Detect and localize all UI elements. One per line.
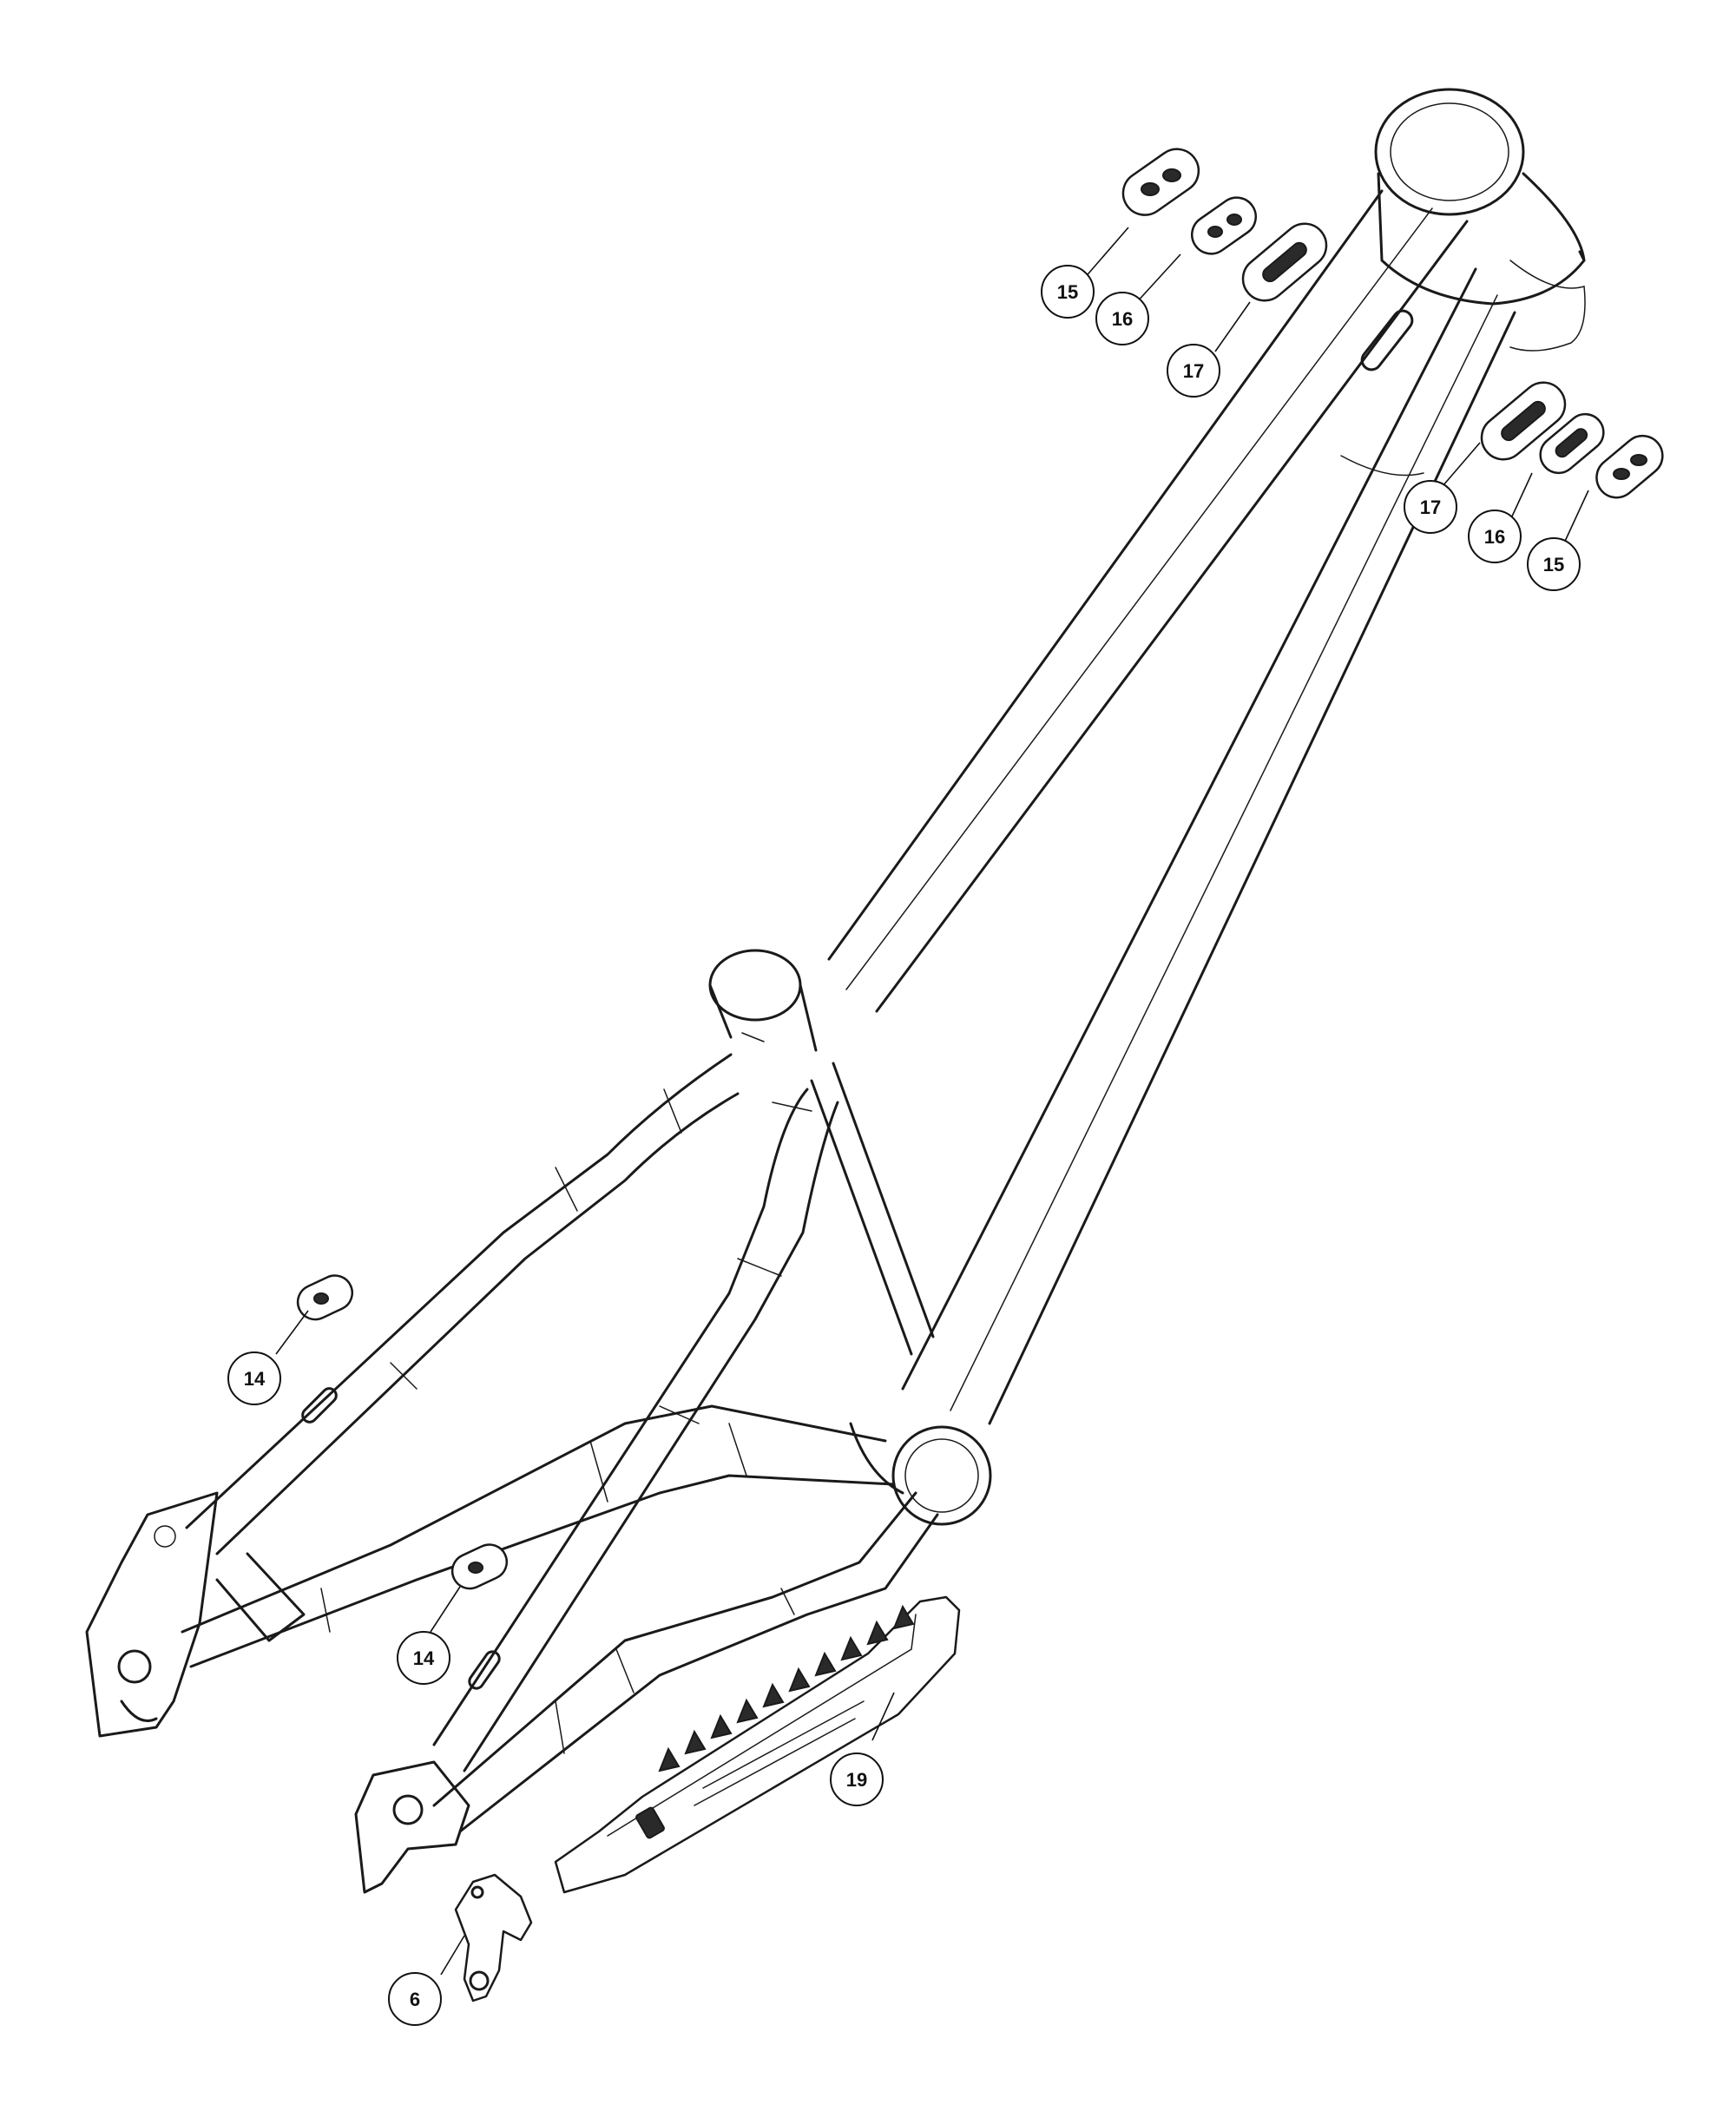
top-tube	[827, 189, 1469, 1013]
grommet-14-lower	[450, 1543, 509, 1590]
callout-label: 14	[413, 1647, 435, 1669]
bicycle-frame	[85, 88, 1586, 1894]
callout-label: 15	[1057, 281, 1078, 303]
chain-stays	[181, 1404, 939, 1833]
left-dropout	[85, 1491, 219, 1738]
callout-15-right: 15	[1527, 537, 1581, 591]
chainstay-protector-19	[554, 1595, 961, 1894]
leader-lines	[275, 227, 1589, 1976]
callout-19: 19	[830, 1752, 884, 1806]
callout-17-upper: 17	[1167, 344, 1220, 398]
callout-label: 15	[1543, 554, 1564, 575]
callouts: 15 16 17 17 16 15 14 14	[227, 265, 1581, 2026]
grommet-14-upper	[296, 1274, 354, 1321]
callout-label: 17	[1420, 496, 1441, 518]
grommet-17-right	[1480, 381, 1567, 461]
grommet-15-right	[1595, 434, 1664, 499]
callout-14-upper: 14	[227, 1351, 281, 1405]
callout-14-lower: 14	[397, 1631, 450, 1685]
grommet-17-upper	[1241, 222, 1328, 302]
callout-label: 14	[244, 1368, 266, 1390]
callout-label: 6	[410, 1989, 420, 2010]
callout-16-right: 16	[1468, 510, 1522, 563]
seat-stays	[185, 1053, 839, 1772]
callout-label: 17	[1183, 360, 1204, 382]
grommet-16-upper	[1191, 196, 1257, 255]
derailleur-hanger-6	[454, 1873, 533, 2002]
callout-15-upper: 15	[1041, 265, 1095, 319]
callout-16-upper: 16	[1095, 292, 1149, 345]
callout-6: 6	[388, 1972, 442, 2026]
callout-label: 16	[1112, 308, 1133, 330]
down-tube	[901, 267, 1516, 1425]
callout-17-right: 17	[1404, 480, 1457, 534]
callout-label: 16	[1484, 526, 1505, 548]
right-dropout	[354, 1760, 470, 1894]
grommet-16-right	[1539, 412, 1605, 475]
callout-label: 19	[846, 1769, 867, 1791]
grommet-15-upper	[1121, 148, 1200, 216]
